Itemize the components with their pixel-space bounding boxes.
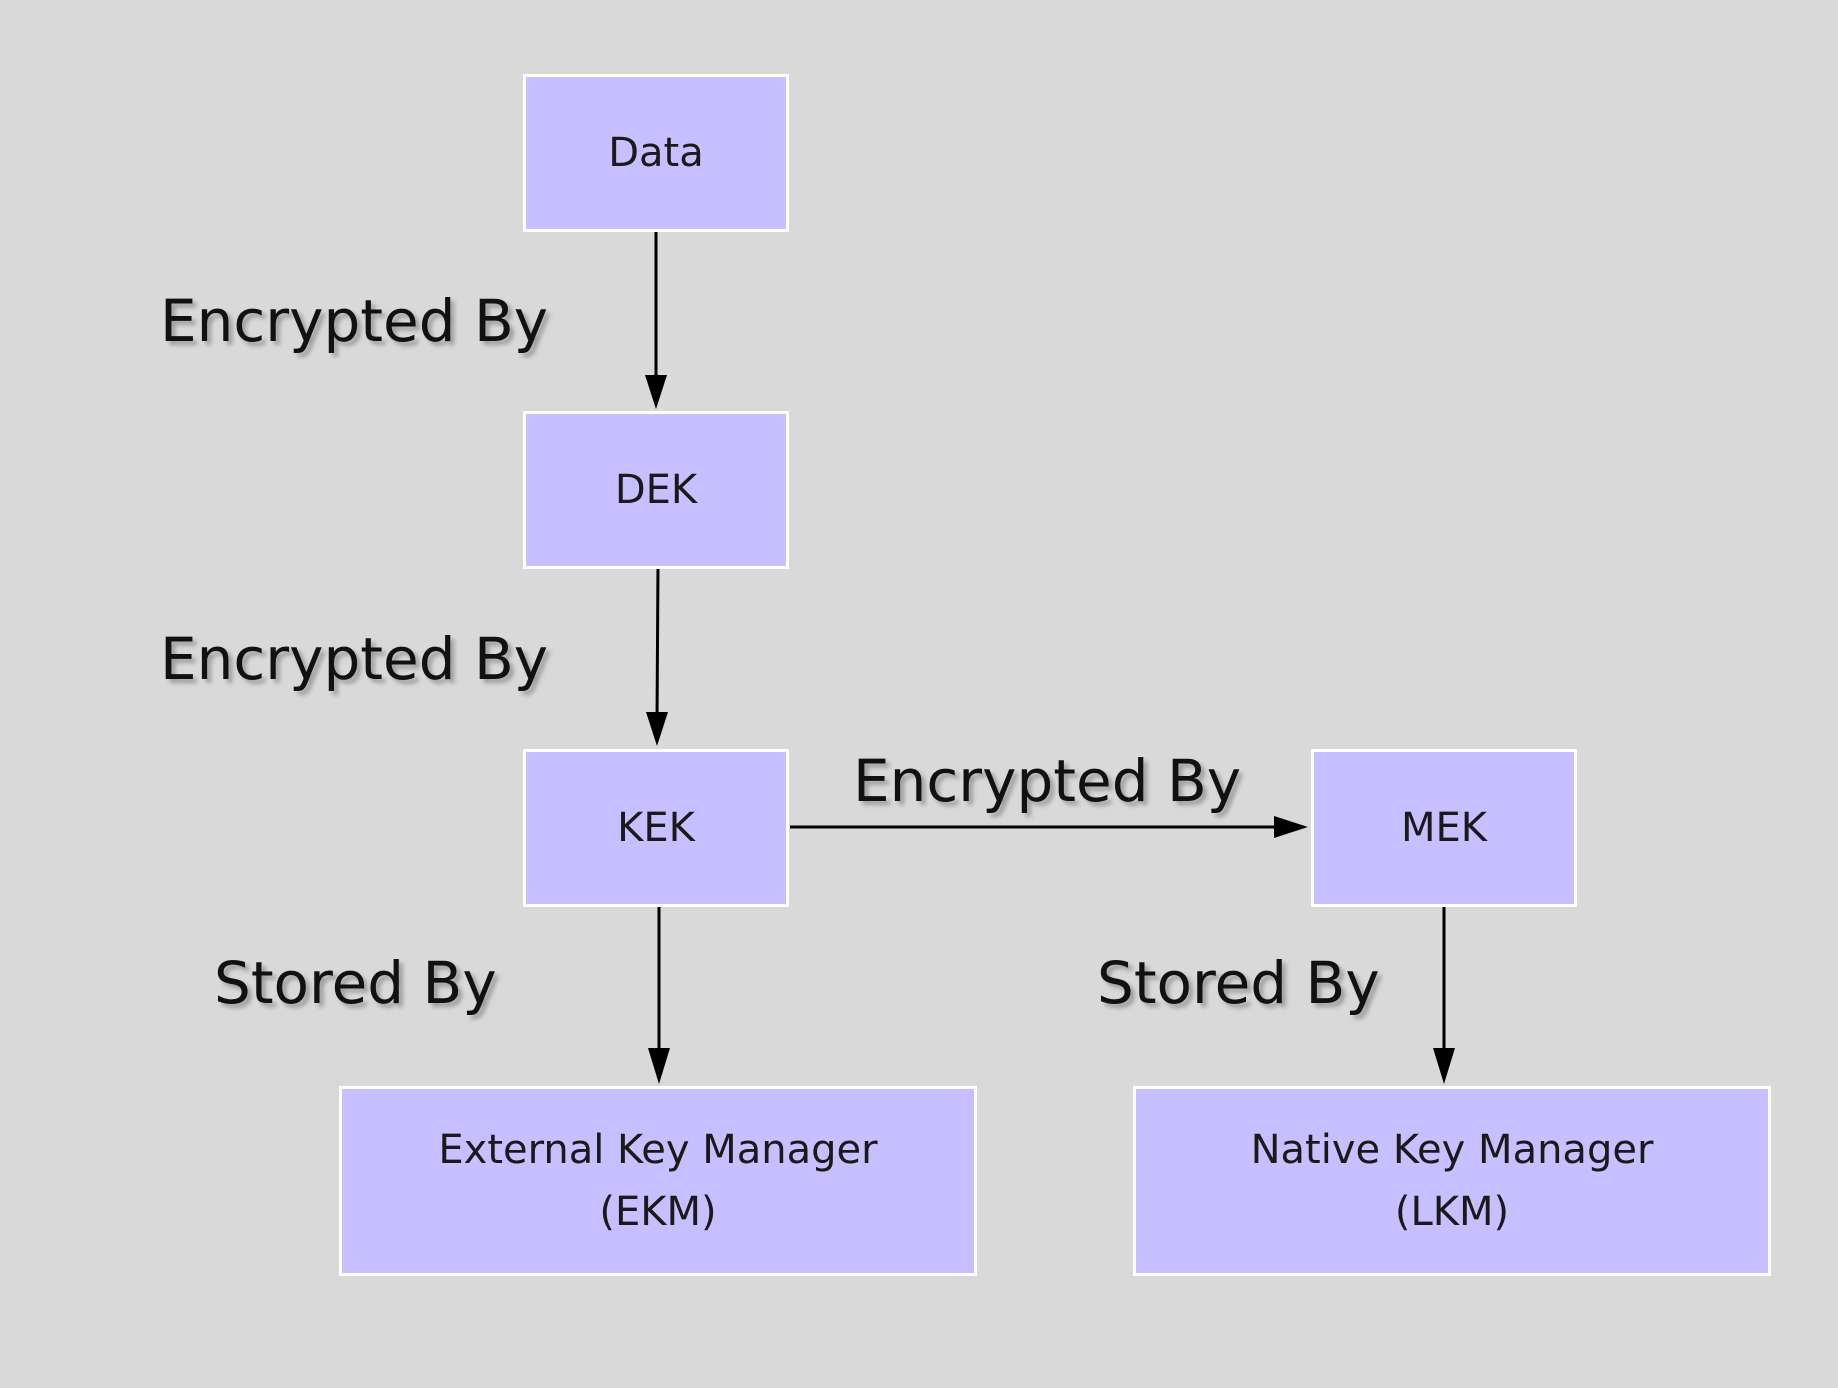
node-ekm-line2: (EKM) — [599, 1189, 717, 1235]
arrow-data-to-dek — [645, 232, 667, 409]
node-data-label: Data — [608, 130, 704, 176]
node-data: Data — [523, 74, 789, 232]
arrow-kek-to-mek — [790, 816, 1308, 838]
node-lkm: Native Key Manager (LKM) — [1133, 1086, 1771, 1276]
node-kek: KEK — [523, 749, 789, 907]
edge-label-dek-to-kek: Encrypted By — [160, 625, 549, 693]
edge-label-mek-to-lkm: Stored By — [1097, 949, 1380, 1017]
node-lkm-line2: (LKM) — [1394, 1189, 1510, 1235]
node-dek: DEK — [523, 411, 789, 569]
node-mek: MEK — [1311, 749, 1577, 907]
node-kek-label: KEK — [617, 805, 695, 851]
node-dek-label: DEK — [614, 467, 698, 513]
node-lkm-line1: Native Key Manager — [1250, 1127, 1654, 1173]
arrow-dek-to-kek — [646, 563, 668, 746]
edge-label-kek-to-mek: Encrypted By — [853, 747, 1242, 815]
edge-label-kek-to-ekm: Stored By — [214, 949, 497, 1017]
edge-label-data-to-dek: Encrypted By — [160, 287, 549, 355]
node-mek-label: MEK — [1400, 805, 1487, 851]
node-ekm-line1: External Key Manager — [438, 1127, 878, 1173]
arrow-mek-to-lkm — [1433, 907, 1455, 1084]
arrow-kek-to-ekm — [648, 900, 670, 1084]
node-ekm: External Key Manager (EKM) — [339, 1086, 977, 1276]
